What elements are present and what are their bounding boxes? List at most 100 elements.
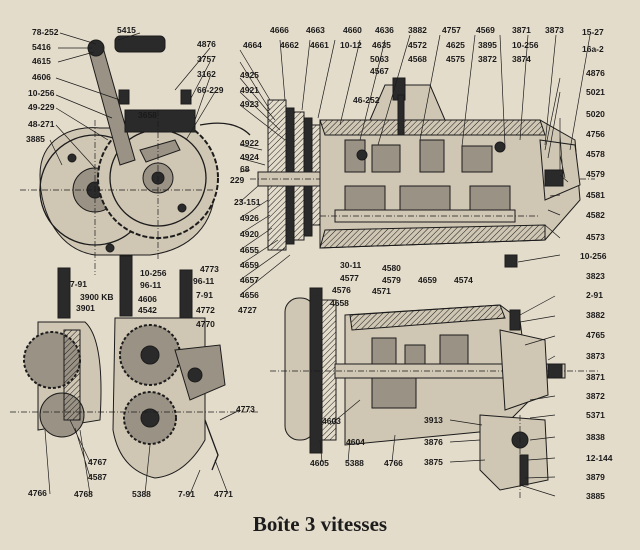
part-label: 3901 xyxy=(76,303,95,313)
part-label: 3882 xyxy=(408,25,427,35)
part-label: 4773 xyxy=(200,264,219,274)
part-label: 4662 xyxy=(280,40,299,50)
part-label: 4569 xyxy=(476,25,495,35)
part-label: 4604 xyxy=(346,437,365,447)
lower-right-section xyxy=(270,287,600,500)
part-label: 4582 xyxy=(586,210,605,220)
part-label: 3885 xyxy=(26,134,45,144)
part-label: 4576 xyxy=(332,285,351,295)
part-label: 7-91 xyxy=(196,290,213,300)
part-label: 4727 xyxy=(238,305,257,315)
part-label: 4635 xyxy=(372,40,391,50)
part-label: 10-12 xyxy=(340,40,362,50)
part-label: 4923 xyxy=(240,99,259,109)
part-label: 3871 xyxy=(586,372,605,382)
part-label: 4579 xyxy=(382,275,401,285)
part-label: 5063 xyxy=(370,54,389,64)
part-label: 4603 xyxy=(322,416,341,426)
part-label: 5415 xyxy=(117,25,136,35)
part-label: 4606 xyxy=(32,72,51,82)
part-label: 4664 xyxy=(243,40,262,50)
part-label: 4625 xyxy=(446,40,465,50)
part-label: 4767 xyxy=(88,457,107,467)
part-label: 4924 xyxy=(240,152,259,162)
part-label: 4587 xyxy=(88,472,107,482)
part-label: 10-256 xyxy=(580,251,607,261)
part-label: 4573 xyxy=(586,232,605,242)
part-label: 3873 xyxy=(545,25,564,35)
part-label: 3873 xyxy=(586,351,605,361)
part-label: 4657 xyxy=(240,275,259,285)
part-label: 3874 xyxy=(512,54,531,64)
part-label: 3872 xyxy=(586,391,605,401)
part-label: 4772 xyxy=(196,305,215,315)
part-label: 78-252 xyxy=(32,27,59,37)
part-label: 4922 xyxy=(240,138,259,148)
diagram-caption: Boîte 3 vitesses xyxy=(252,512,388,536)
part-label: 4660 xyxy=(343,25,362,35)
part-label: 4663 xyxy=(306,25,325,35)
part-label: 3162 xyxy=(197,69,216,79)
part-label: 30-11 xyxy=(340,260,362,270)
gearbox-technical-drawing: 78-252 5416 4615 4606 10-256 49-229 48-2… xyxy=(10,25,613,501)
part-label: 5021 xyxy=(586,87,605,97)
part-label: 5388 xyxy=(132,489,151,499)
part-label: 4568 xyxy=(408,54,427,64)
part-label: 4656 xyxy=(240,290,259,300)
part-label: 4921 xyxy=(240,85,259,95)
part-label: 10-256 xyxy=(140,268,167,278)
part-label: 4655 xyxy=(240,245,259,255)
part-label: 4659 xyxy=(418,275,437,285)
part-label: 49-229 xyxy=(28,102,55,112)
part-label: 5371 xyxy=(586,410,605,420)
part-label: 4661 xyxy=(310,40,329,50)
part-label: 3757 xyxy=(197,54,216,64)
part-label: 4773 xyxy=(236,404,255,414)
side-view-housing xyxy=(20,35,251,275)
main-cross-section xyxy=(250,77,595,268)
part-label: 4578 xyxy=(586,149,605,159)
part-label: 4636 xyxy=(375,25,394,35)
part-label: 4771 xyxy=(214,489,233,499)
part-label: 3900 KB xyxy=(80,292,114,302)
part-label: 3885 xyxy=(586,491,605,501)
part-label: 3872 xyxy=(478,54,497,64)
part-label: 4606 xyxy=(138,294,157,304)
part-label: 3838 xyxy=(586,432,605,442)
part-label: 15-27 xyxy=(582,27,604,37)
part-label: 4542 xyxy=(138,305,157,315)
part-label: 7-91 xyxy=(70,279,87,289)
part-label: 5388 xyxy=(345,458,364,468)
part-label: 4766 xyxy=(28,488,47,498)
part-label: 3823 xyxy=(586,271,605,281)
part-label: 4920 xyxy=(240,229,259,239)
part-label: 3876 xyxy=(424,437,443,447)
part-label: 16a-2 xyxy=(582,44,604,54)
part-label: 4876 xyxy=(197,39,216,49)
part-label: 4571 xyxy=(372,286,391,296)
part-label: 66-229 xyxy=(197,85,224,95)
part-label: 46-252 xyxy=(353,95,380,105)
part-label: 4615 xyxy=(32,56,51,66)
part-label: 4572 xyxy=(408,40,427,50)
part-label: 4768 xyxy=(74,489,93,499)
part-label: 4659 xyxy=(240,260,259,270)
part-label: 4766 xyxy=(384,458,403,468)
part-label: 10-256 xyxy=(28,88,55,98)
part-label: 4756 xyxy=(586,129,605,139)
part-label: 3658 xyxy=(138,110,157,120)
part-label: 4575 xyxy=(446,54,465,64)
part-label: 5416 xyxy=(32,42,51,52)
part-label: 4876 xyxy=(586,68,605,78)
part-label: 3882 xyxy=(586,310,605,320)
part-label: 7-91 xyxy=(178,489,195,499)
part-label: 4580 xyxy=(382,263,401,273)
part-label: 4666 xyxy=(270,25,289,35)
part-number-labels: 78-252 5416 4615 4606 10-256 49-229 48-2… xyxy=(26,25,613,501)
part-label: 5020 xyxy=(586,109,605,119)
part-label: 3871 xyxy=(512,25,531,35)
part-label: 3913 xyxy=(424,415,443,425)
lower-left-gears xyxy=(10,255,260,479)
part-label: 96-11 xyxy=(140,280,162,290)
leader-lines xyxy=(44,32,591,497)
